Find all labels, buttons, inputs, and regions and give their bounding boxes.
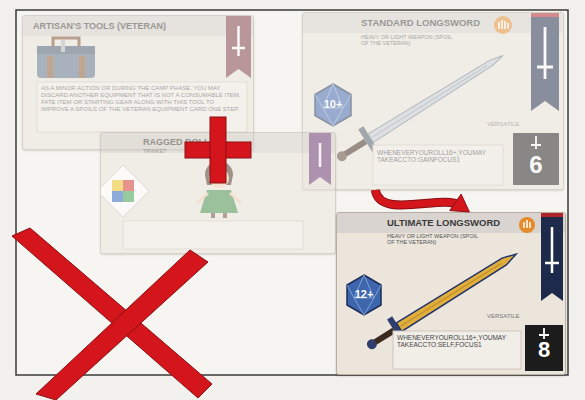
card-title: ARTISAN'S TOOLS (VETERAN) [33, 21, 223, 31]
keyword-label: VERSATILE [487, 313, 531, 320]
game-card: ULTIMATE LONGSWORD HEAVY OR LIGHT WEAPON … [336, 212, 566, 375]
plus-center [211, 143, 225, 157]
tool-bag-illustration [37, 38, 95, 78]
cost-box [525, 325, 563, 371]
tool-handle [61, 40, 65, 52]
ribbon-icon [319, 143, 322, 167]
bag-strap [79, 56, 85, 78]
hand-icon [519, 217, 535, 233]
arrow-outline [375, 190, 459, 205]
cost-emblem [531, 136, 541, 149]
card-ribbon [541, 213, 563, 301]
color-square [112, 191, 123, 202]
bag-flap [37, 46, 95, 54]
rules-box [393, 331, 521, 369]
arrow-head [450, 194, 470, 212]
sword-illustration [330, 44, 510, 171]
color-diamond [101, 165, 149, 217]
hand-icon-mark [499, 20, 508, 29]
hand-icon [494, 16, 512, 34]
bag-body [37, 46, 95, 78]
color-square [123, 191, 134, 202]
card-ribbon [309, 133, 331, 185]
title-band [337, 213, 566, 233]
rules-box [37, 82, 247, 132]
arrow-line [375, 190, 459, 205]
cost-number: 6 [513, 151, 559, 179]
doll-head [209, 168, 229, 188]
upgrade-arrow [375, 190, 469, 212]
game-card: STANDARD LONGSWORD HEAVY OR LIGHT WEAPON … [302, 12, 564, 190]
sword-blade [396, 250, 518, 332]
rules-text: WHENEVERYOUROLL16+,YOUMAY TAKEACCTO:SELF… [397, 334, 519, 349]
hand-icon-mark [524, 220, 530, 228]
color-square [123, 180, 134, 191]
doll-leg [211, 213, 215, 218]
sword-illustration [361, 243, 523, 358]
sword-grip [344, 139, 368, 157]
ribbon-icon [232, 26, 245, 56]
ribbon-dagger [537, 27, 553, 79]
card-title: ULTIMATE LONGSWORD [387, 218, 521, 229]
rules-text: AS A MINOR ACTION OR DURING THE CAMP PHA… [41, 85, 243, 113]
bag-strap [47, 56, 53, 78]
card-subtitle: HEAVY OR LIGHT WEAPON (SPOIL OF THE VETE… [361, 34, 453, 47]
doll-illustration [197, 161, 241, 218]
title-band [23, 16, 254, 36]
ribbon-stripe [541, 213, 563, 217]
die-number: 10+ [313, 98, 353, 111]
rules-box [373, 145, 503, 185]
card-ribbon [531, 13, 559, 111]
title-band [303, 13, 564, 33]
card-ribbon [226, 16, 251, 78]
cost-box [513, 133, 559, 185]
cost-number: 8 [525, 337, 563, 362]
bag-handle [53, 38, 79, 46]
outer-frame [16, 10, 568, 375]
rules-box [123, 221, 303, 249]
sword-fuller [372, 66, 486, 138]
sword-grip [374, 328, 396, 345]
card-title: STANDARD LONGSWORD [361, 18, 496, 29]
plus-bar [210, 117, 226, 183]
doll-leg [223, 213, 227, 218]
keyword-label: VERSATILE [487, 121, 531, 128]
card-subtitle: HEAVY OR LIGHT WEAPON (SPOIL OF THE VETE… [387, 233, 479, 246]
doll-hair [205, 161, 233, 185]
rules-text: WHENEVERYOUROLL16+,YOUMAY TAKEACCTO:GAIN… [377, 149, 501, 164]
die-number: 12+ [345, 288, 383, 301]
color-square [112, 180, 123, 191]
ribbon-stripe [531, 13, 559, 17]
title-band [101, 133, 336, 153]
plus-bar [185, 142, 251, 158]
sword-fuller [401, 264, 501, 327]
doll-arms [197, 193, 241, 203]
ribbon-dagger [545, 227, 559, 273]
sword-blade [368, 51, 506, 142]
cross-stroke [36, 250, 208, 400]
